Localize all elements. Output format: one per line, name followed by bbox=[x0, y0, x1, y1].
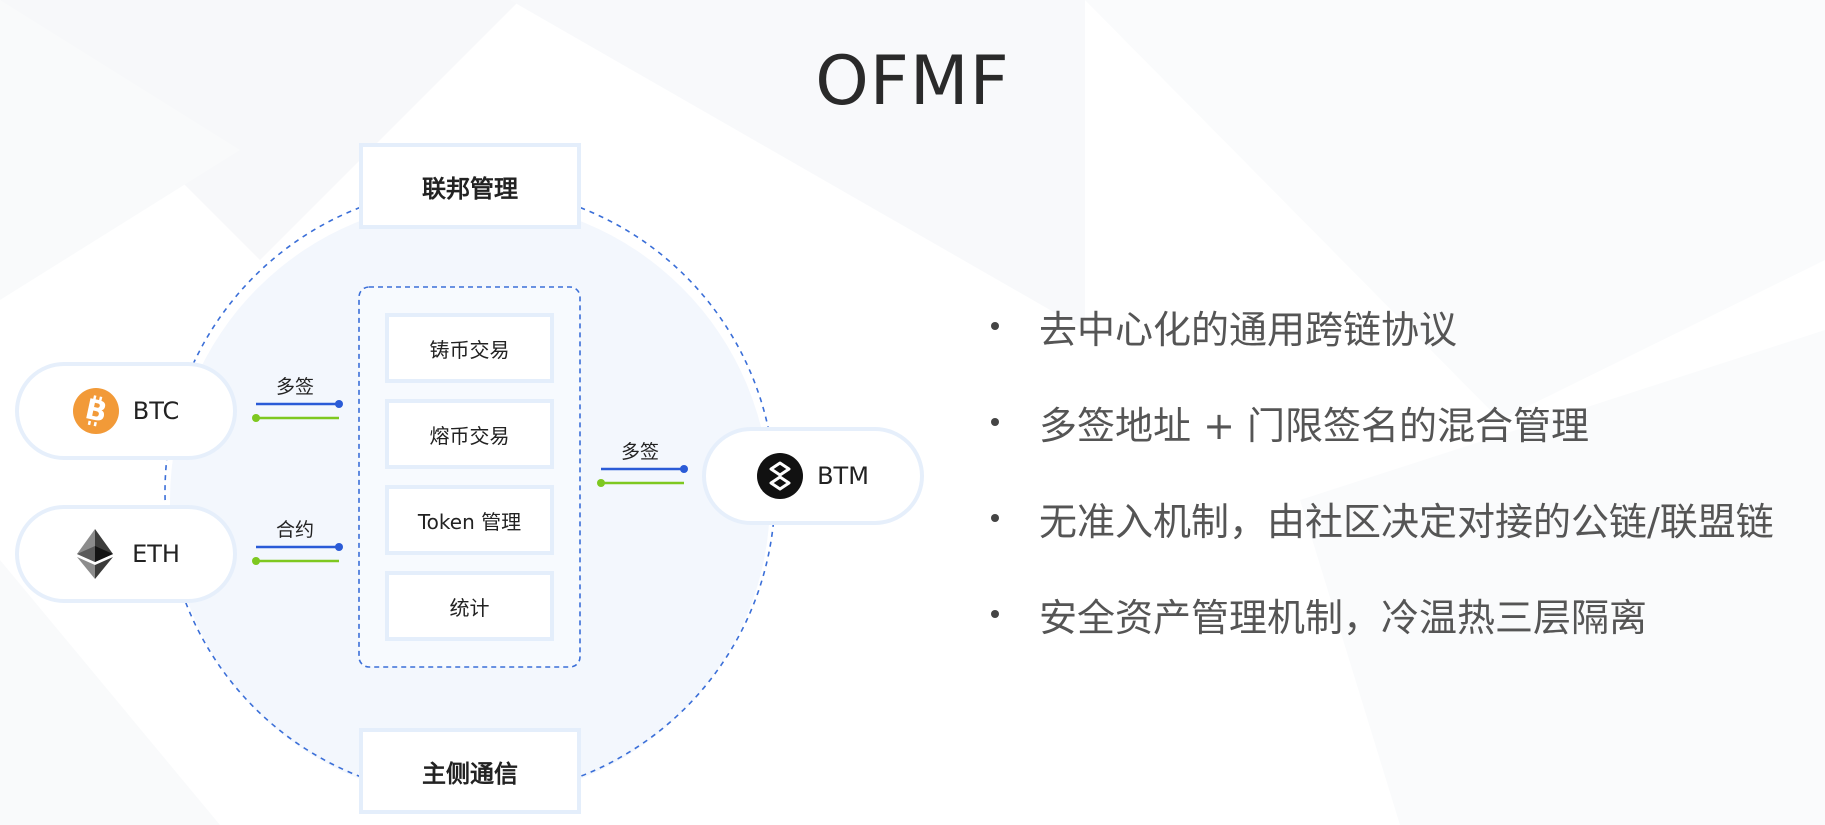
inner-item-mint: 铸币交易 bbox=[385, 313, 554, 383]
feature-list: 去中心化的通用跨链协议 多签地址 + 门限签名的混合管理 无准入机制，由社区决定… bbox=[985, 278, 1774, 662]
btc-connector-green-end bbox=[252, 414, 260, 422]
inner-item-stats: 统计 bbox=[385, 571, 554, 641]
btm-label: BTM bbox=[817, 462, 869, 490]
btm-connector-label: 多签 bbox=[621, 441, 660, 463]
bottom-box: 主侧通信 bbox=[359, 728, 581, 814]
ethereum-icon bbox=[72, 529, 118, 579]
inner-item-token: Token 管理 bbox=[385, 485, 554, 555]
btm-connector-green-end bbox=[597, 479, 605, 487]
eth-connector-blue-end bbox=[335, 543, 343, 551]
feature-item: 去中心化的通用跨链协议 bbox=[985, 278, 1774, 374]
btc-connector-label: 多签 bbox=[276, 376, 315, 398]
btm-node: BTM bbox=[702, 427, 924, 525]
btm-connector-blue-end bbox=[680, 465, 688, 473]
bullet-dot bbox=[991, 418, 999, 426]
bytom-icon bbox=[757, 453, 804, 499]
feature-text: 安全资产管理机制，冷温热三层隔离 bbox=[1039, 595, 1648, 640]
eth-connector-label: 合约 bbox=[276, 519, 315, 541]
btc-connector-blue-end bbox=[335, 400, 343, 408]
eth-node: ETH bbox=[15, 505, 237, 603]
feature-text: 无准入机制，由社区决定对接的公链/联盟链 bbox=[1039, 499, 1774, 544]
bullet-dot bbox=[991, 322, 999, 330]
feature-item: 多签地址 + 门限签名的混合管理 bbox=[985, 374, 1774, 470]
top-box: 联邦管理 bbox=[359, 143, 581, 229]
feature-text: 多签地址 + 门限签名的混合管理 bbox=[1039, 403, 1589, 448]
page-title: OFMF bbox=[815, 42, 1010, 121]
btc-label: BTC bbox=[132, 397, 180, 425]
feature-item: 无准入机制，由社区决定对接的公链/联盟链 bbox=[985, 470, 1774, 566]
bullet-dot bbox=[991, 514, 999, 522]
eth-connector-green-end bbox=[252, 557, 260, 565]
bullet-dot bbox=[991, 610, 999, 618]
feature-item: 安全资产管理机制，冷温热三层隔离 bbox=[985, 566, 1774, 662]
inner-item-melt: 熔币交易 bbox=[385, 399, 554, 469]
eth-label: ETH bbox=[132, 540, 180, 568]
btc-node: B BTC bbox=[15, 362, 237, 460]
feature-text: 去中心化的通用跨链协议 bbox=[1039, 307, 1458, 352]
bitcoin-icon: B bbox=[72, 388, 119, 434]
